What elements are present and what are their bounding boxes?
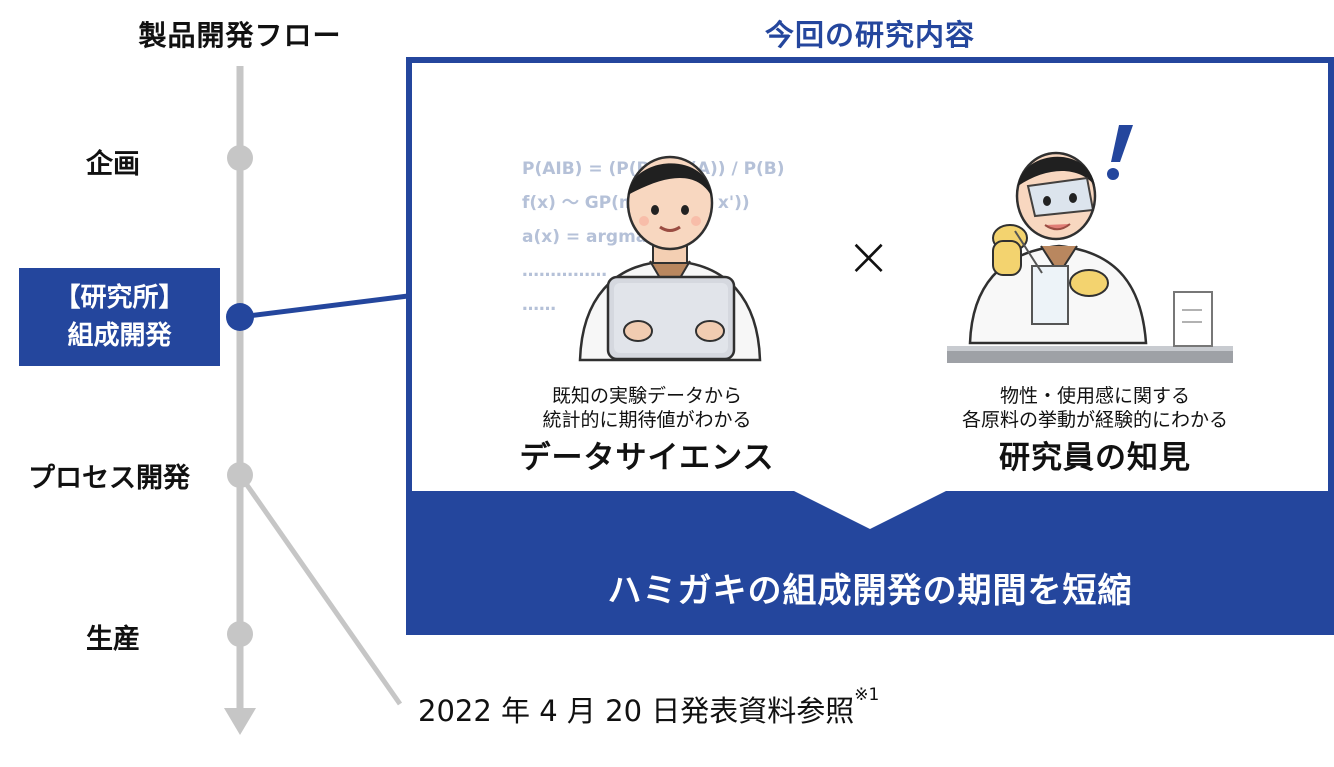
formula-line: …… xyxy=(522,295,556,315)
reference-text: 2022 年 4 月 20 日発表資料参照 xyxy=(418,694,855,728)
lab-composition-box: 【研究所】 組成開発 xyxy=(19,268,220,366)
research-title: 今回の研究内容 xyxy=(764,18,975,52)
researcher-description-line1: 物性・使用感に関する xyxy=(999,385,1190,407)
reference-superscript: ※1 xyxy=(854,685,880,705)
production-label: 生産 xyxy=(86,624,140,655)
researcher-description-line2: 各原料の挙動が経験的にわかる xyxy=(961,409,1228,431)
production-node xyxy=(227,621,253,647)
exclamation-icon xyxy=(1107,125,1133,180)
researcher-knowledge-caption: 物性・使用感に関する 各原料の挙動が経験的にわかる 研究員の知見 xyxy=(935,384,1255,477)
data-science-description-line2: 統計的に期待値がわかる xyxy=(542,409,752,431)
researcher-illustration xyxy=(947,151,1233,363)
data-science-title: データサイエンス xyxy=(519,440,775,476)
process-reference-connector xyxy=(237,473,403,706)
formula-line: …………… xyxy=(522,261,607,281)
planning-node xyxy=(227,145,253,171)
flow-title: 製品開発フロー xyxy=(138,19,342,52)
lab-connector xyxy=(239,293,409,320)
researcher-knowledge-title: 研究員の知見 xyxy=(999,440,1191,476)
data-science-description-line1: 既知の実験データから xyxy=(551,385,742,407)
reference-note: 2022 年 4 月 20 日発表資料参照※1 xyxy=(418,685,880,730)
research-panel-inner xyxy=(412,63,1328,491)
development-period-result: ハミガキの組成開発の期間を短縮 xyxy=(607,571,1133,611)
multiply-icon: × xyxy=(846,225,892,288)
lab-label-line2: 組成開発 xyxy=(67,321,172,351)
panel-notch xyxy=(790,489,950,529)
data-scientist-illustration xyxy=(578,155,762,362)
flow-arrow-head xyxy=(224,708,256,735)
planning-label: 企画 xyxy=(86,149,140,180)
data-science-caption: 既知の実験データから 統計的に期待値がわかる データサイエンス xyxy=(492,384,802,477)
lab-node xyxy=(226,303,254,331)
lab-label-line1: 【研究所】 xyxy=(54,283,185,313)
process-development-label: プロセス開発 xyxy=(28,463,190,494)
